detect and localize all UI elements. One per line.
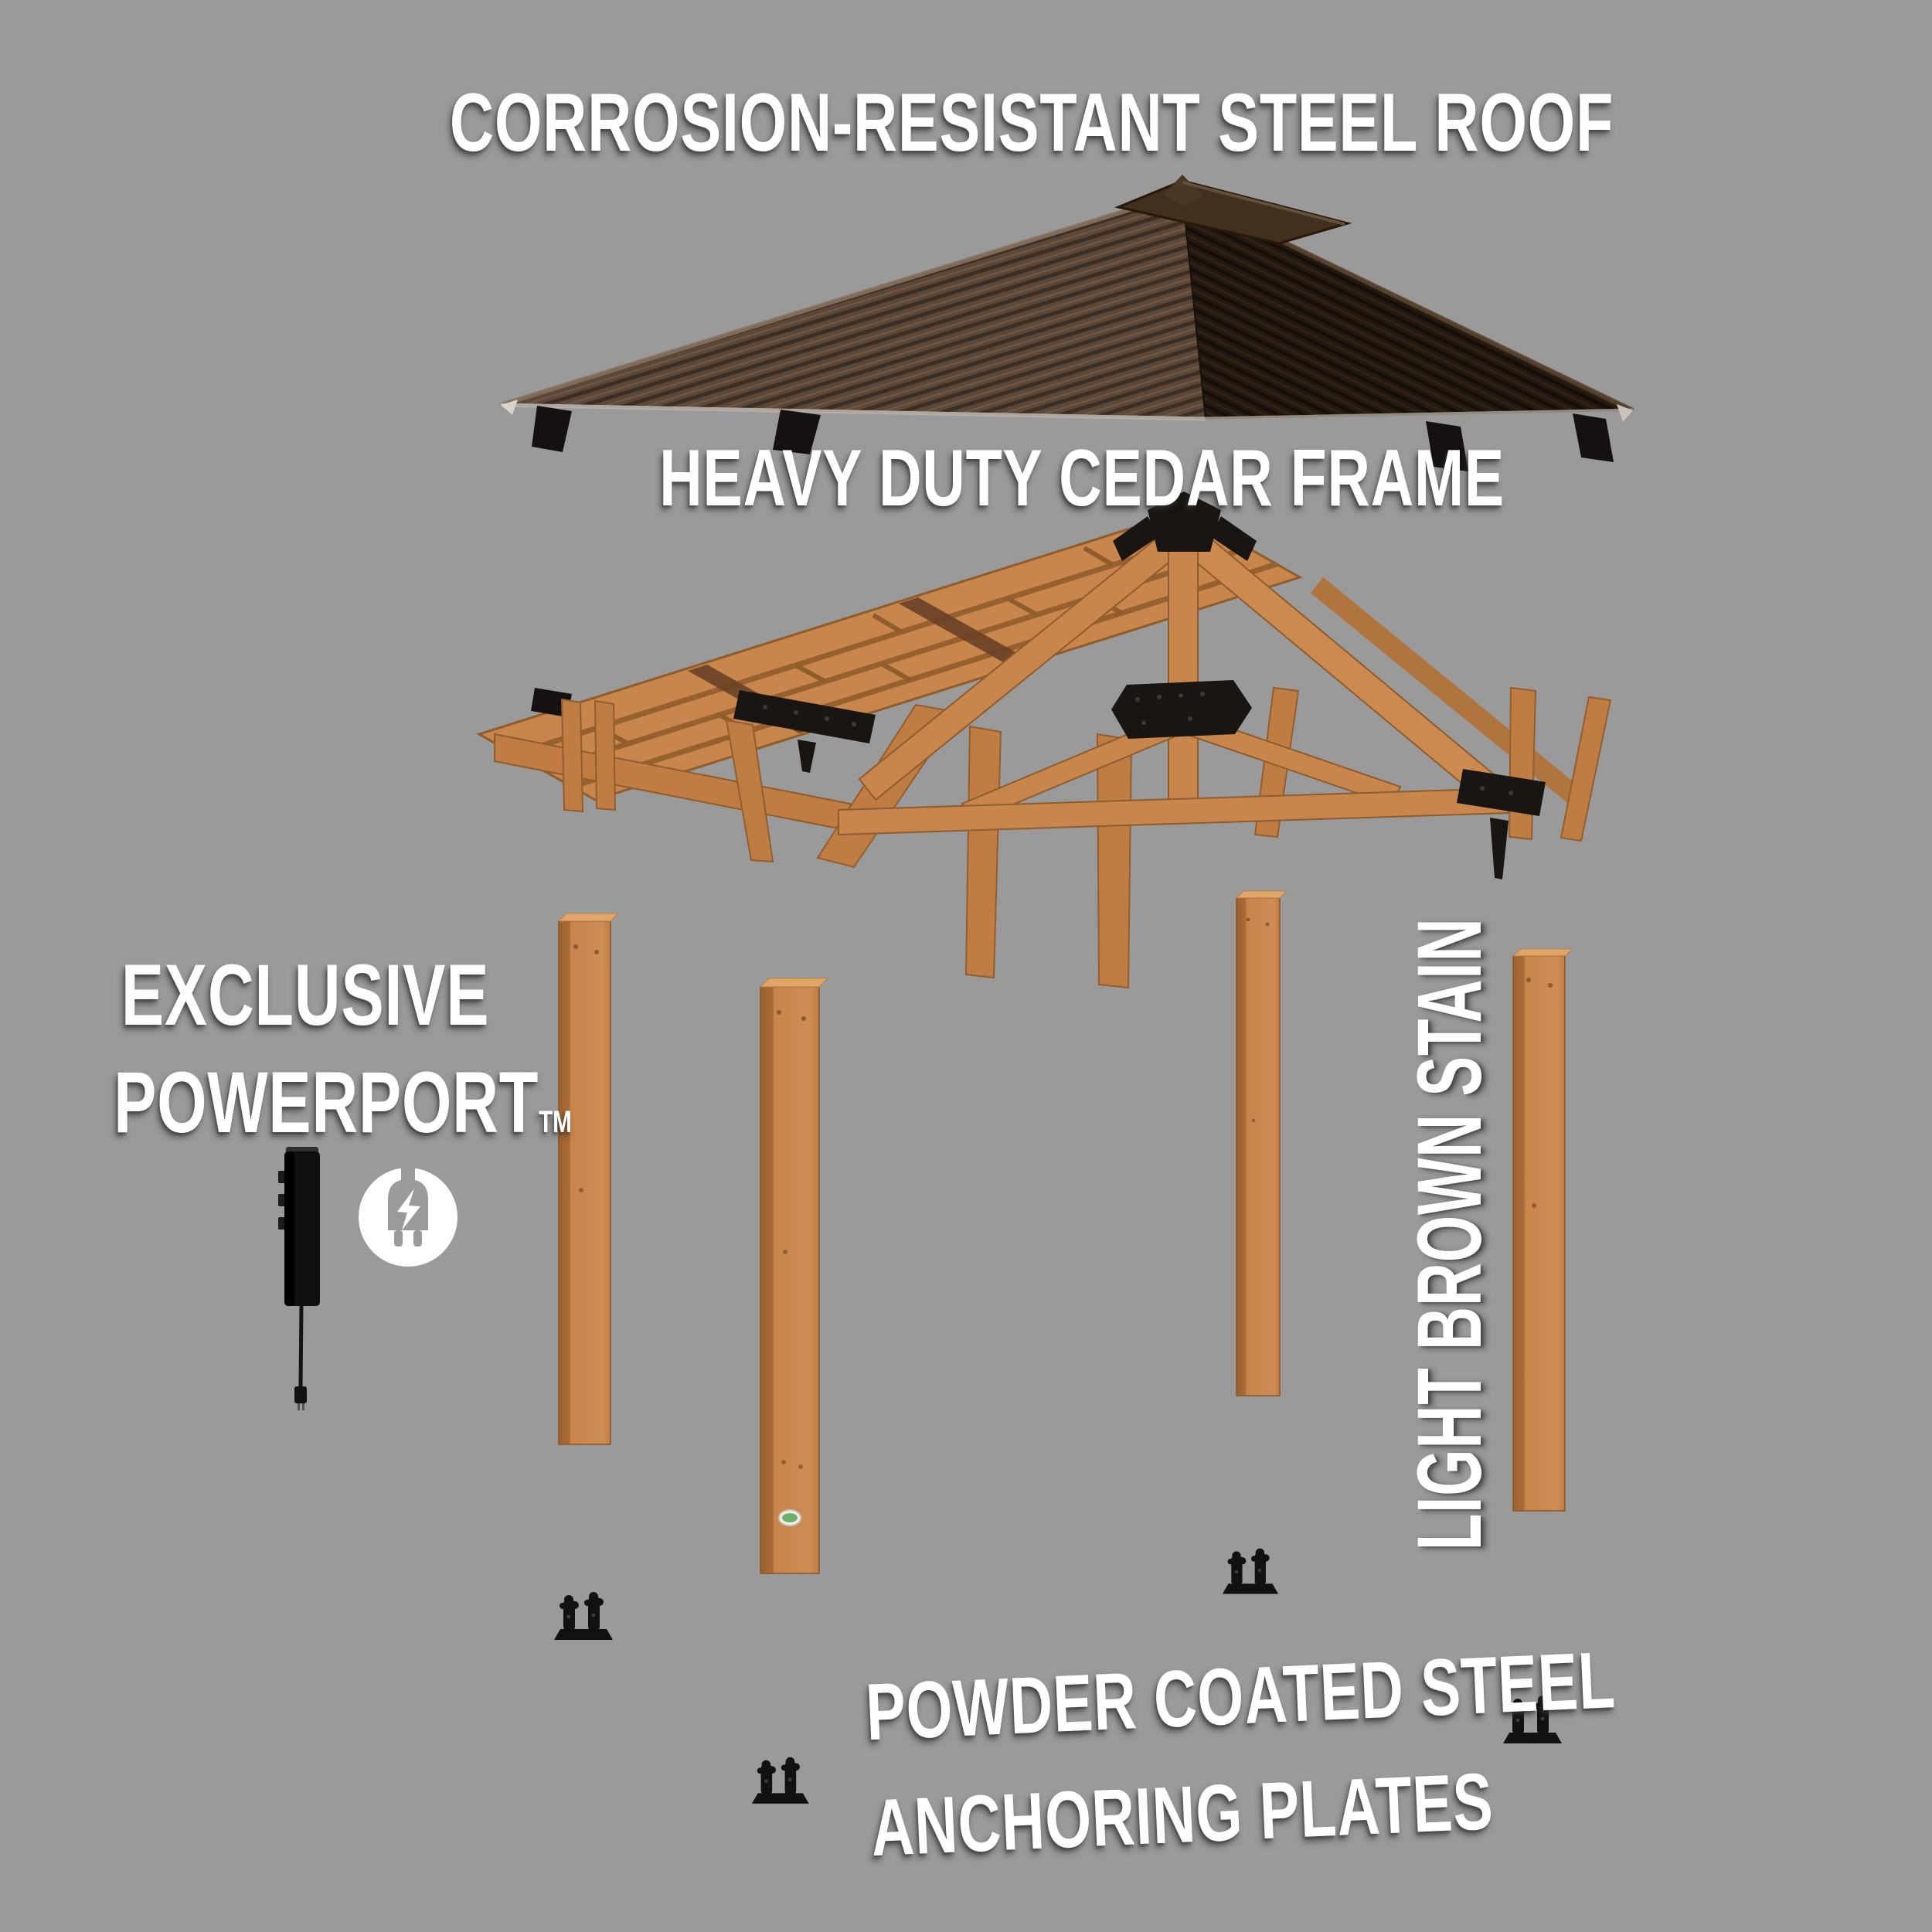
roof-right-tip-highlight <box>1617 404 1633 422</box>
power-plug <box>294 1386 307 1403</box>
roof-eave-edge-right <box>1205 408 1634 421</box>
anchoring-plate-1 <box>554 1592 613 1640</box>
left-eave-spike <box>798 740 816 773</box>
anchor-label-line2: ANCHORING PLATES <box>869 1757 1495 1874</box>
right-eave-spike <box>1490 818 1509 879</box>
frame-title: HEAVY DUTY CEDAR FRAME <box>659 434 1505 523</box>
roof-title: CORROSION-RESISTANT STEEL ROOF <box>449 76 1614 168</box>
right-eave-gusset <box>1457 769 1546 816</box>
anchor-plates-label: POWDER COATED STEEL ANCHORING PLATES <box>768 1627 1617 1890</box>
frame-strap <box>899 597 1029 666</box>
anchoring-plate-2 <box>1222 1548 1279 1594</box>
wood-post-4 <box>1512 948 1574 1512</box>
peak-gusset <box>1148 492 1221 552</box>
roof-left-panel <box>500 192 1207 420</box>
power-plug-lightning-icon <box>359 1164 457 1267</box>
wood-post-1 <box>557 913 620 1445</box>
trademark-symbol: TM <box>539 1105 572 1139</box>
powerport-label-line1: EXCLUSIVE <box>121 947 490 1043</box>
powerport-word: POWERPORT <box>114 1054 539 1151</box>
frame-right-rafter <box>1165 515 1510 809</box>
powerport-label: EXCLUSIVE POWERPORTTM <box>46 941 572 1176</box>
wood-post-3 <box>1235 890 1288 1396</box>
anchor-label-line1: POWDER COATED STEEL <box>864 1635 1617 1758</box>
powerport-label-line2: POWERPORTTM <box>114 1049 572 1176</box>
powerport-outlet-strip <box>278 1147 320 1410</box>
frame-rear-rafter <box>1310 577 1591 812</box>
frame-rafter-panel <box>476 510 1303 801</box>
wood-post-2 <box>759 978 829 1574</box>
roof-eave-brackets <box>532 406 1614 471</box>
stain-label: LIGHT BROWN STAIN <box>1399 917 1501 1551</box>
frame-king-post <box>1168 540 1199 803</box>
frame-bottom-chord <box>838 787 1509 836</box>
roof-left-tip-highlight <box>501 400 518 415</box>
frame-gusset-plates <box>733 492 1546 879</box>
frame-gable-truss <box>838 515 1510 836</box>
roof-eave-edge-left <box>500 403 1206 421</box>
lightning-bolt <box>397 1189 420 1230</box>
wood-posts <box>557 890 1574 1574</box>
brand-sticker <box>778 1509 801 1526</box>
roof-gable-trim-left <box>500 191 1183 407</box>
center-gusset <box>1111 680 1252 739</box>
left-eave-gusset <box>733 690 876 743</box>
roof-ridge-cap <box>1114 175 1352 245</box>
steel-roof <box>500 175 1634 471</box>
cedar-frame <box>476 492 1612 989</box>
